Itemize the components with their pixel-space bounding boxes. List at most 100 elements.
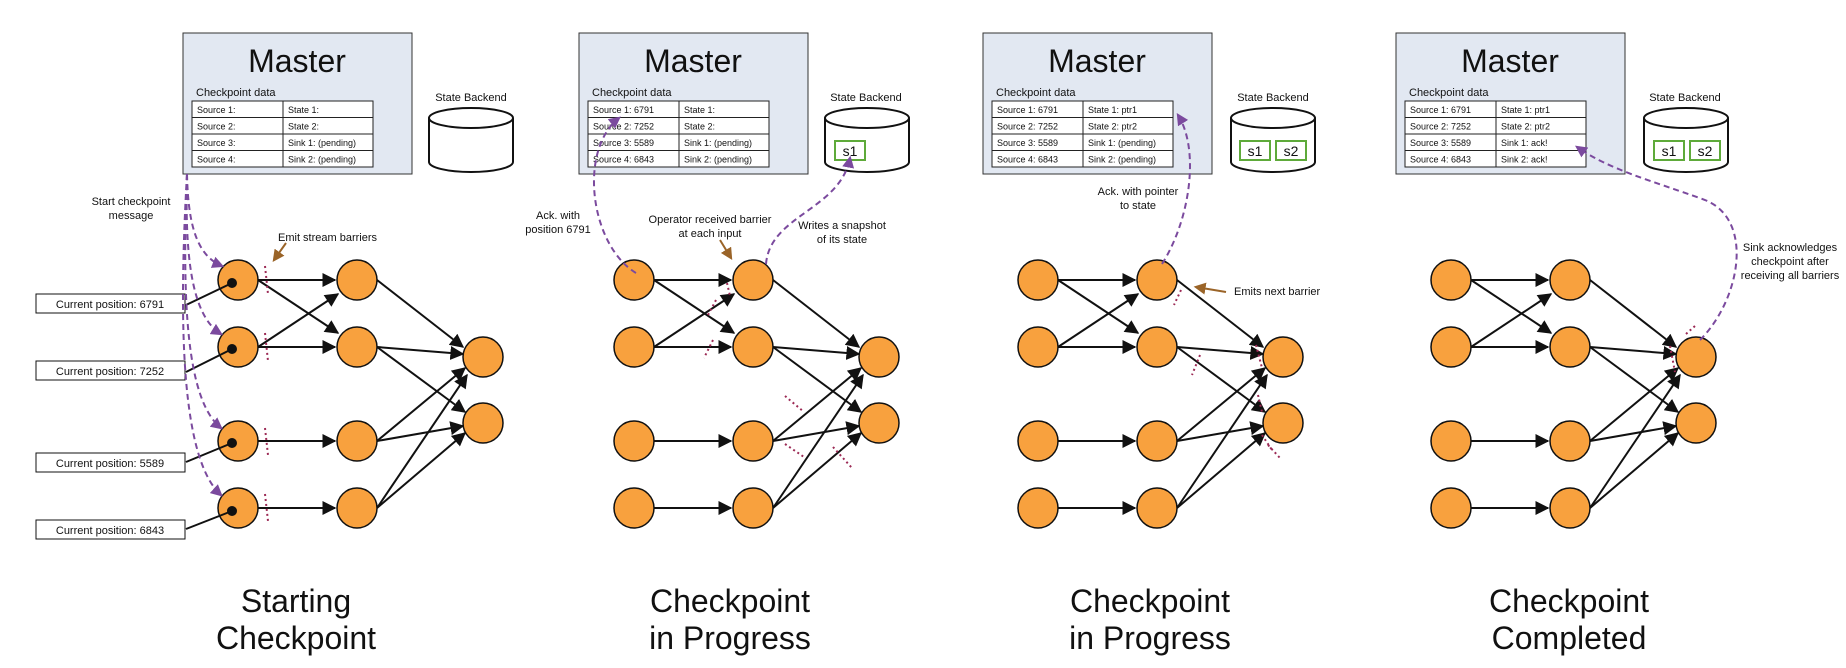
source-node-2 — [217, 326, 259, 368]
snapshot-label: s1 — [843, 143, 858, 159]
operator-node-1 — [732, 259, 774, 301]
source-node-1 — [1017, 259, 1059, 301]
barrier-mark — [832, 446, 853, 469]
operator-node-3 — [1136, 420, 1178, 462]
master-title: Master — [644, 43, 742, 79]
master-title: Master — [1461, 43, 1559, 79]
emit-barriers-annotation: Emit stream barriers — [278, 232, 378, 244]
barrier-mark — [1255, 344, 1263, 369]
sink-node-1 — [1675, 336, 1717, 378]
source-node-1 — [1430, 259, 1472, 301]
start-checkpoint-annotation: message — [109, 210, 154, 222]
table-cell: State 2: — [684, 122, 715, 132]
table-cell: Source 4: — [197, 155, 236, 165]
barrier-received-annotation: Operator received barrier — [649, 214, 772, 226]
snapshot-annotation: Writes a snapshot — [798, 220, 886, 232]
sink-node-2 — [462, 402, 504, 444]
checkpoint-data-label: Checkpoint data — [996, 87, 1076, 99]
master-box: Master Checkpoint data Source 1: 6791 St… — [1395, 32, 1626, 175]
position-label: Current position: 5589 — [56, 458, 164, 470]
operator-node-2 — [1136, 326, 1178, 368]
table-cell: Sink 2: (pending) — [288, 155, 356, 165]
table-cell: Sink 1: (pending) — [1088, 138, 1156, 148]
start-checkpoint-annotation: Start checkpoint — [92, 196, 171, 208]
barrier-mark — [1267, 444, 1281, 459]
sink-ack-annotation: checkpoint after — [1751, 256, 1829, 268]
state-backend-label: State Backend — [830, 92, 902, 104]
table-cell: Source 1: 6791 — [593, 105, 654, 115]
ack-annotation: position 6791 — [525, 224, 590, 236]
table-cell: State 1: — [288, 105, 319, 115]
sink-ack-annotation: receiving all barriers — [1741, 270, 1840, 282]
barrier-received-annotation: at each input — [679, 228, 742, 240]
operator-node-2 — [1549, 326, 1591, 368]
source-node-4 — [217, 487, 259, 529]
barrier-mark — [1685, 325, 1696, 335]
master-box: Master Checkpoint data Source 1: State 1… — [182, 32, 413, 175]
sink-node-2 — [858, 402, 900, 444]
checkpoint-data-label: Checkpoint data — [1409, 87, 1489, 99]
panel-caption: Checkpoint — [1070, 583, 1230, 619]
table-cell: Sink 1: ack! — [1501, 138, 1548, 148]
table-cell: Source 3: 5589 — [1410, 138, 1471, 148]
sink-node-1 — [858, 336, 900, 378]
database-icon — [428, 118, 514, 173]
checkpoint-data-label: Checkpoint data — [196, 87, 276, 99]
barrier-mark — [784, 443, 805, 458]
table-cell: State 2: ptr2 — [1501, 122, 1550, 132]
barrier-mark — [726, 282, 731, 297]
state-backend: State Backend s1 s2 — [1230, 92, 1316, 173]
table-cell: State 2: — [288, 122, 319, 132]
database-top — [1230, 107, 1316, 129]
state-backend: State Backend s1 s2 — [1643, 92, 1729, 173]
panel-caption: Completed — [1492, 620, 1647, 656]
master-box: Master Checkpoint data Source 1: 6791 St… — [982, 32, 1213, 175]
operator-node-4 — [1136, 487, 1178, 529]
source-node-2 — [1017, 326, 1059, 368]
snapshot-badge — [1653, 140, 1685, 161]
barrier-mark — [784, 395, 805, 413]
snapshot-label: s2 — [1284, 143, 1299, 159]
source-node-4 — [1430, 487, 1472, 529]
master-title: Master — [248, 43, 346, 79]
checkpoint-table: Source 1: State 1: Source 2: State 2: So… — [191, 100, 374, 168]
barrier-mark — [703, 339, 714, 359]
table-cell: Source 4: 6843 — [593, 155, 654, 165]
table-cell: Source 1: — [197, 105, 236, 115]
state-backend: State Backend — [428, 92, 514, 173]
checkpoint-table: Source 1: 6791 State 1: Source 2: 7252 S… — [587, 100, 770, 168]
source-node-3 — [1017, 420, 1059, 462]
operator-node-1 — [336, 259, 378, 301]
master-box: Master Checkpoint data Source 1: 6791 St… — [578, 32, 809, 175]
source-node-4 — [613, 487, 655, 529]
barrier-mark — [1191, 354, 1201, 376]
snapshot-badge — [1275, 140, 1307, 161]
table-cell: State 1: — [684, 105, 715, 115]
source-node-4 — [1017, 487, 1059, 529]
ack-pointer-annotation: to state — [1120, 200, 1156, 212]
state-backend: State Backend s1 — [824, 92, 910, 173]
operator-node-3 — [732, 420, 774, 462]
table-cell: Sink 2: (pending) — [684, 155, 752, 165]
ack-annotation: Ack. with — [536, 210, 580, 222]
table-cell: Source 1: 6791 — [997, 105, 1058, 115]
table-cell: State 1: ptr1 — [1088, 105, 1137, 115]
source-node-3 — [1430, 420, 1472, 462]
snapshot-label: s1 — [1248, 143, 1263, 159]
sink-node-2 — [1675, 402, 1717, 444]
operator-node-4 — [1549, 487, 1591, 529]
state-backend-label: State Backend — [1237, 92, 1309, 104]
panel-caption: Checkpoint — [1489, 583, 1649, 619]
table-cell: Source 4: 6843 — [997, 155, 1058, 165]
source-node-1 — [613, 259, 655, 301]
barrier-mark — [1261, 434, 1273, 451]
snapshot-badge — [1239, 140, 1271, 161]
table-cell: Source 3: — [197, 138, 236, 148]
sink-ack-annotation: Sink acknowledges — [1743, 242, 1838, 254]
panel-starting-checkpoint: Master Checkpoint data Source 1: State 1… — [35, 32, 514, 656]
panel-caption: in Progress — [649, 620, 811, 656]
dataflow-graph — [1430, 259, 1717, 529]
table-cell: Sink 1: (pending) — [288, 138, 356, 148]
operator-node-3 — [1549, 420, 1591, 462]
